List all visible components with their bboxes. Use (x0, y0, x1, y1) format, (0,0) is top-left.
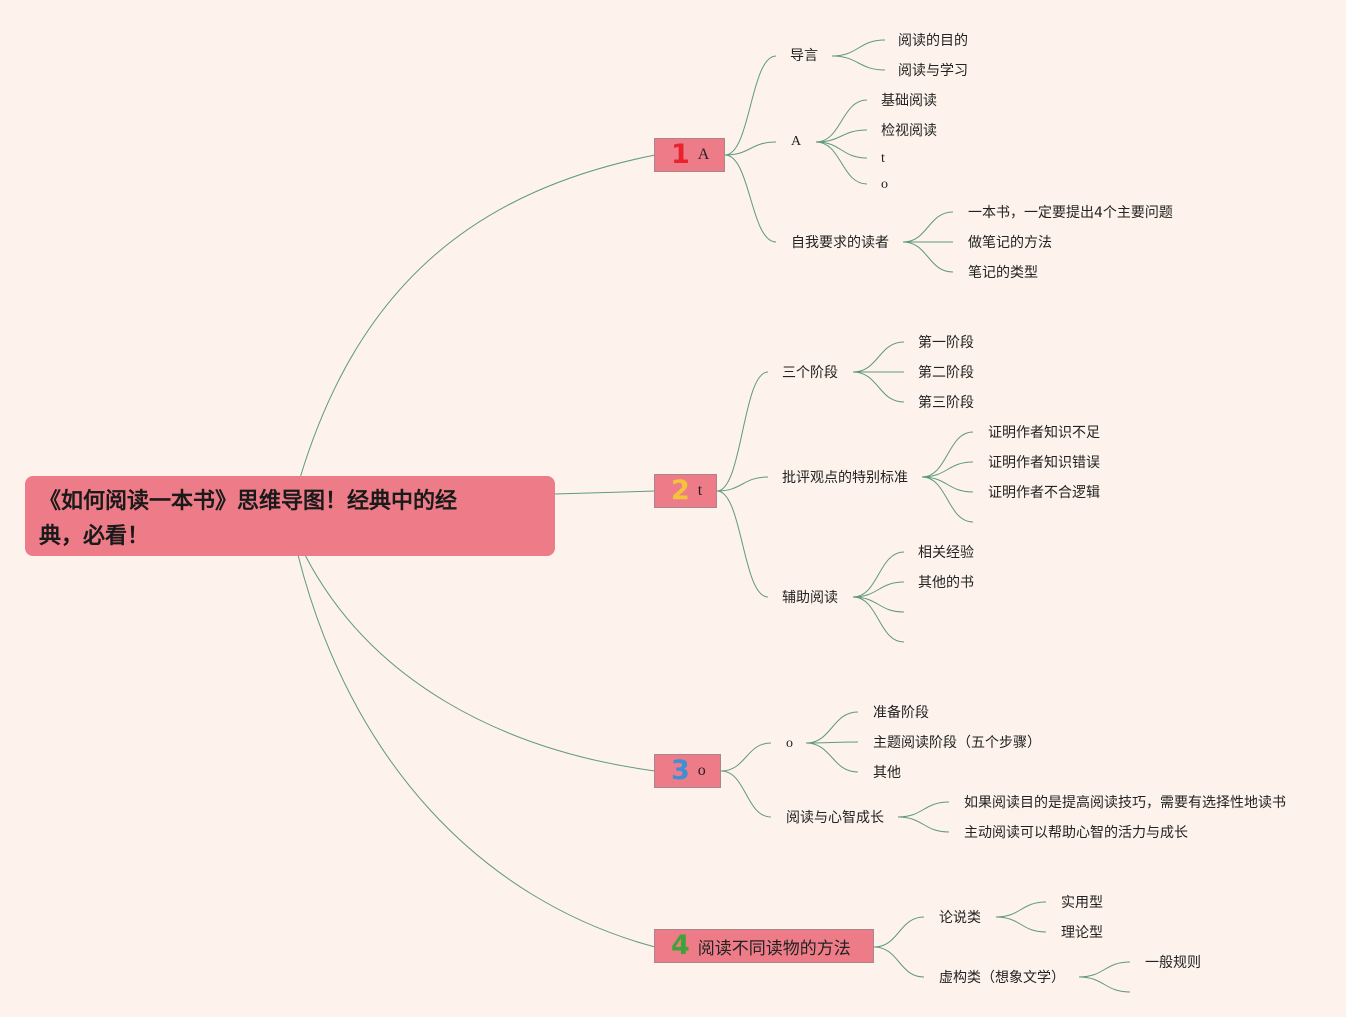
edge-b2-1 (716, 371, 769, 492)
edge-b3-s2-2 (897, 816, 950, 833)
subtopic-4-1[interactable]: 论说类 (939, 910, 981, 926)
edge-b2-s2-1 (921, 431, 974, 478)
leaf-1-2-3[interactable]: t (881, 151, 885, 166)
edge-b3-2 (720, 770, 772, 818)
edge-b2-s2-4 (921, 476, 974, 523)
edge-b1-2 (724, 141, 777, 156)
edge-b2-2 (716, 476, 769, 492)
edge-root-branch-2 (554, 490, 656, 495)
leaf-1-3-2[interactable]: 做笔记的方法 (968, 235, 1052, 251)
edge-b3-s1-1 (805, 711, 859, 744)
edge-b2-s3-1 (852, 551, 905, 598)
subtopic-1-2[interactable]: A (791, 134, 802, 149)
edge-b4-s1-1 (995, 901, 1047, 918)
leaf-2-1-2[interactable]: 第二阶段 (918, 365, 974, 381)
number-4-badge: 4 (671, 930, 690, 961)
branch-1-label: A (697, 146, 710, 163)
branch-4[interactable]: 4 阅读不同读物的方法 (654, 929, 874, 963)
branch-2-label: t (697, 482, 703, 499)
edge-b1-s3-3 (902, 241, 954, 273)
leaf-4-1-1[interactable]: 实用型 (1061, 895, 1103, 911)
number-3-badge: 3 (671, 755, 690, 786)
subtopic-1-3[interactable]: 自我要求的读者 (791, 235, 889, 251)
root-title-line-1: 《如何阅读一本书》思维导图！经典中的经 (39, 489, 458, 514)
edge-b1-s2-1 (815, 99, 868, 143)
leaf-2-3-2[interactable]: 其他的书 (918, 575, 974, 591)
subtopic-3-2[interactable]: 阅读与心智成长 (786, 810, 884, 826)
edge-b2-3 (716, 490, 769, 598)
edge-b4-1 (873, 916, 925, 948)
edge-b3-s2-1 (897, 801, 950, 818)
edge-b3-1 (720, 742, 772, 772)
number-1-badge: 1 (671, 139, 690, 170)
subtopic-4-2[interactable]: 虚构类（想象文学） (939, 970, 1065, 986)
edge-b1-1 (724, 55, 777, 156)
subtopic-2-2[interactable]: 批评观点的特别标准 (782, 470, 908, 486)
leaf-4-2-1[interactable]: 一般规则 (1145, 955, 1201, 971)
leaf-1-3-1[interactable]: 一本书，一定要提出4个主要问题 (968, 205, 1173, 221)
edge-b2-s3-3 (852, 596, 905, 613)
leaf-3-2-1[interactable]: 如果阅读目的是提高阅读技巧，需要有选择性地读书 (964, 795, 1286, 811)
leaf-1-1-2[interactable]: 阅读与学习 (898, 63, 968, 79)
branch-3-label: o (697, 762, 706, 779)
leaf-2-3-1[interactable]: 相关经验 (918, 545, 974, 561)
edge-b2-s2-3 (921, 476, 974, 493)
subtopic-3-1[interactable]: o (786, 736, 793, 751)
edge-b4-s2-2 (1078, 976, 1131, 993)
edge-b1-s2-4 (815, 141, 868, 185)
leaf-1-2-1[interactable]: 基础阅读 (881, 93, 937, 109)
leaf-1-3-3[interactable]: 笔记的类型 (968, 265, 1038, 281)
leaf-2-1-1[interactable]: 第一阶段 (918, 335, 974, 351)
branch-3[interactable]: 3 o (654, 754, 721, 788)
branch-1[interactable]: 1 A (654, 138, 725, 172)
edge-b4-s1-2 (995, 916, 1047, 933)
number-2-badge: 2 (671, 475, 690, 506)
leaf-3-1-3[interactable]: 其他 (873, 765, 901, 781)
leaf-2-2-2[interactable]: 证明作者知识错误 (988, 455, 1100, 471)
edge-root-branch-1 (299, 154, 656, 479)
subtopic-2-3[interactable]: 辅助阅读 (782, 590, 838, 606)
edge-b4-2 (873, 946, 925, 978)
root-topic[interactable]: 《如何阅读一本书》思维导图！经典中的经 典，必看！ (25, 476, 555, 556)
leaf-1-2-2[interactable]: 检视阅读 (881, 123, 937, 139)
leaf-2-1-3[interactable]: 第三阶段 (918, 395, 974, 411)
leaf-1-1-1[interactable]: 阅读的目的 (898, 33, 968, 49)
leaf-2-2-3[interactable]: 证明作者不合逻辑 (988, 485, 1100, 501)
edge-root-branch-3 (304, 554, 656, 772)
edge-b1-s1-1 (831, 39, 886, 57)
subtopic-1-1[interactable]: 导言 (790, 48, 818, 64)
branch-2[interactable]: 2 t (654, 474, 717, 508)
edge-b2-s3-2 (852, 581, 905, 598)
leaf-1-2-4[interactable]: o (881, 177, 888, 192)
edge-b1-3 (724, 154, 777, 243)
edge-b1-s2-2 (815, 129, 868, 143)
leaf-3-1-1[interactable]: 准备阶段 (873, 705, 929, 721)
edge-b1-s3-1 (902, 211, 954, 243)
root-title-line-2: 典，必看！ (39, 524, 150, 549)
edge-b2-s3-4 (852, 596, 905, 643)
leaf-3-2-2[interactable]: 主动阅读可以帮助心智的活力与成长 (964, 825, 1188, 841)
edge-b1-s2-3 (815, 141, 868, 159)
edge-b2-s1-3 (852, 371, 905, 403)
leaf-4-1-2[interactable]: 理论型 (1061, 925, 1103, 941)
edge-b2-s1-1 (852, 341, 905, 373)
leaf-2-2-1[interactable]: 证明作者知识不足 (988, 425, 1100, 441)
edge-b2-s2-2 (921, 461, 974, 478)
branch-4-label: 阅读不同读物的方法 (697, 938, 851, 959)
edge-b1-s1-2 (831, 55, 886, 71)
edge-b4-s2-1 (1078, 961, 1131, 978)
subtopic-2-1[interactable]: 三个阶段 (782, 365, 838, 381)
leaf-3-1-2[interactable]: 主题阅读阶段（五个步骤） (873, 735, 1041, 751)
edge-b3-s1-3 (805, 742, 859, 773)
edge-b3-s1-2 (805, 741, 859, 744)
edge-root-branch-4 (297, 554, 656, 948)
